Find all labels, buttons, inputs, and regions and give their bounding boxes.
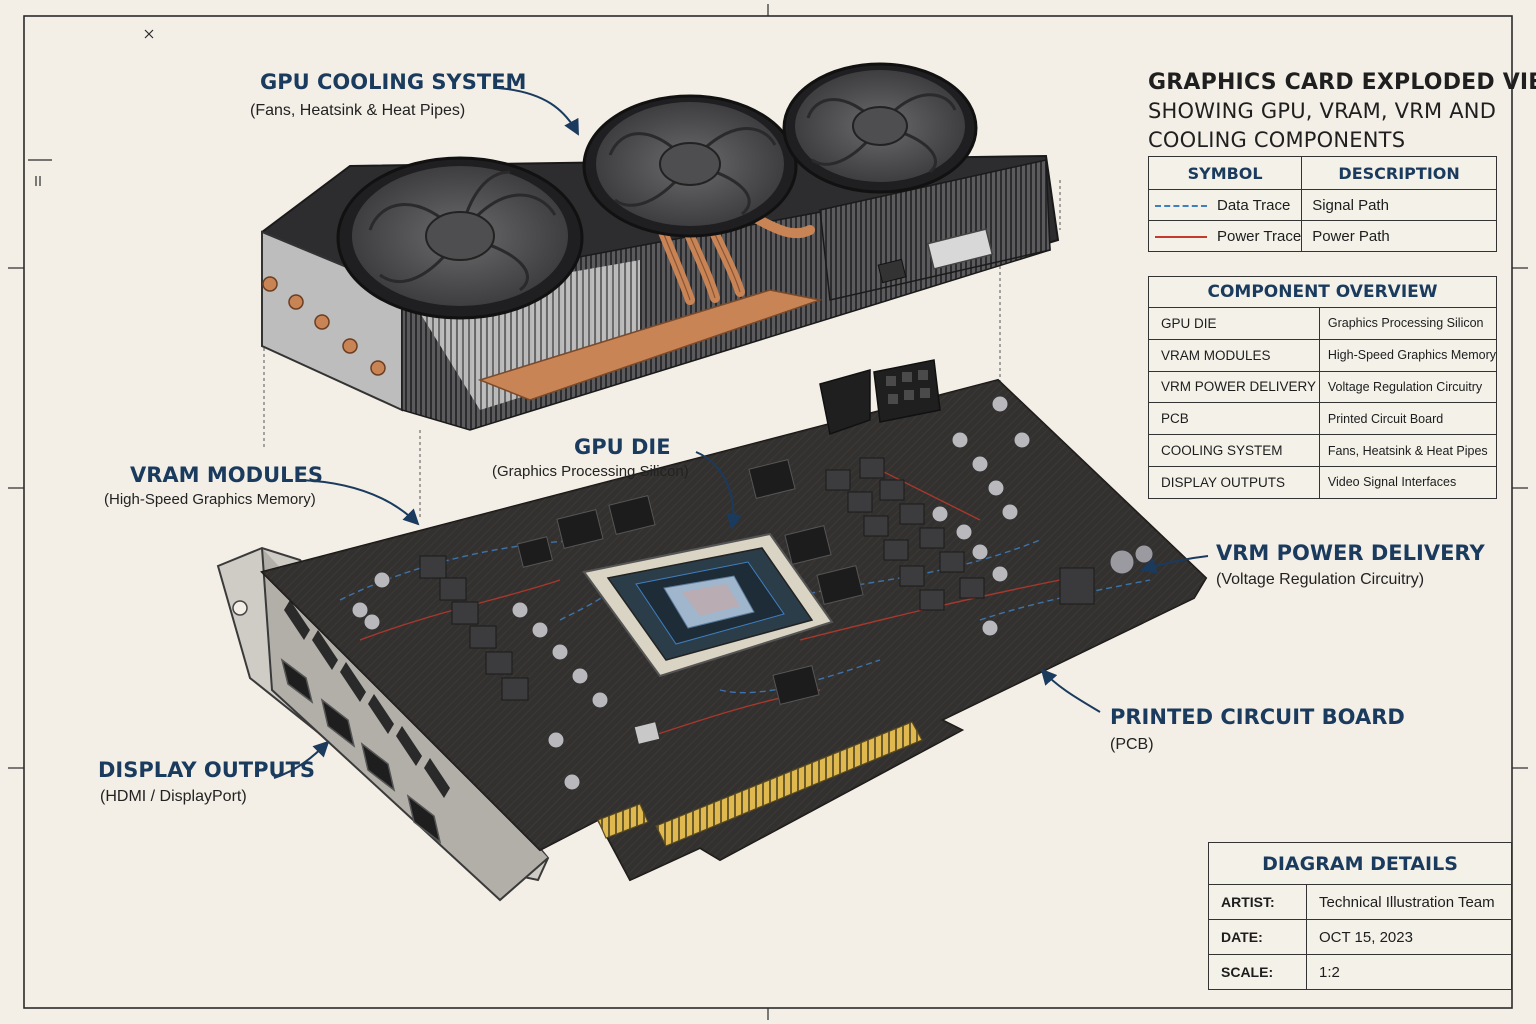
vrm-chokes xyxy=(419,457,985,701)
legend-description: Power Path xyxy=(1301,220,1497,252)
overview-description: Graphics Processing Silicon xyxy=(1318,307,1498,340)
callout-cooling-sub: (Fans, Heatsink & Heat Pipes) xyxy=(250,102,466,119)
fan-left xyxy=(336,156,584,320)
callout-outputs-sub: (HDMI / DisplayPort) xyxy=(100,788,247,805)
details-value: Technical Illustration Team xyxy=(1306,884,1512,920)
overview-description: Voltage Regulation Circuitry xyxy=(1318,370,1498,404)
details-row: SCALE:1:2 xyxy=(1208,954,1512,990)
legend-symbol-label: Data Trace xyxy=(1217,196,1291,214)
details-header: DIAGRAM DETAILS xyxy=(1208,842,1512,885)
legend-row: Power Trace Power Path xyxy=(1147,220,1497,252)
border-frame xyxy=(8,4,1528,1020)
pcb-board xyxy=(216,359,1208,902)
overview-component: VRAM MODULES xyxy=(1148,338,1320,372)
fan-right xyxy=(782,62,978,194)
callout-vram-sub: (High-Speed Graphics Memory) xyxy=(104,491,316,508)
details-label: SCALE: xyxy=(1208,954,1307,990)
diagram-title: GRAPHICS CARD EXPLODED VIEW xyxy=(1148,70,1536,95)
data-trace-swatch xyxy=(1155,204,1207,207)
legend-header-symbol: SYMBOL xyxy=(1147,156,1303,190)
callout-vram-title: VRAM MODULES xyxy=(130,463,323,487)
overview-component: GPU DIE xyxy=(1148,307,1320,340)
vram-chips xyxy=(516,459,864,705)
overview-description: High-Speed Graphics Memory xyxy=(1318,338,1498,372)
callout-gpu-die-title: GPU DIE xyxy=(574,435,671,459)
legend-header-description: DESCRIPTION xyxy=(1301,156,1497,190)
gpu-package xyxy=(582,532,834,678)
diagram-details-table: DIAGRAM DETAILS ARTIST:Technical Illustr… xyxy=(1208,842,1512,990)
overview-header: COMPONENT OVERVIEW xyxy=(1148,276,1497,308)
overview-description: Video Signal Interfaces xyxy=(1318,465,1498,499)
callout-gpu-die-sub: (Graphics Processing Silicon) xyxy=(492,463,689,480)
callout-vrm-sub: (Voltage Regulation Circuitry) xyxy=(1216,571,1425,588)
callout-pcb-title: PRINTED CIRCUIT BOARD xyxy=(1110,705,1405,729)
overview-description: Fans, Heatsink & Heat Pipes xyxy=(1318,434,1498,467)
callout-cooling-title: GPU COOLING SYSTEM xyxy=(260,70,527,94)
details-value: OCT 15, 2023 xyxy=(1306,919,1512,955)
legend-symbol-label: Power Trace xyxy=(1217,227,1302,245)
power-connectors xyxy=(819,359,941,435)
callout-pcb-sub: (PCB) xyxy=(1110,736,1154,753)
display-ports xyxy=(280,658,442,844)
details-label: ARTIST: xyxy=(1208,884,1307,920)
explode-guide-lines xyxy=(263,180,1061,520)
legend-description: Signal Path xyxy=(1301,189,1497,221)
details-row: ARTIST:Technical Illustration Team xyxy=(1208,884,1512,920)
diagram-subtitle-1: SHOWING GPU, VRAM, VRM AND xyxy=(1148,99,1497,123)
details-row: DATE:OCT 15, 2023 xyxy=(1208,919,1512,955)
power-trace-swatch xyxy=(1155,235,1207,238)
legend-row: Data Trace Signal Path xyxy=(1147,189,1497,221)
diagram-subtitle-2: COOLING COMPONENTS xyxy=(1148,128,1406,152)
overview-component: PCB xyxy=(1148,402,1320,436)
fan-middle xyxy=(582,94,798,238)
callout-vrm-title: VRM POWER DELIVERY xyxy=(1216,541,1485,565)
overview-component: VRM POWER DELIVERY xyxy=(1148,370,1320,404)
callout-arrows xyxy=(273,87,1209,779)
overview-component: COOLING SYSTEM xyxy=(1148,434,1320,467)
callout-outputs-title: DISPLAY OUTPUTS xyxy=(98,758,316,782)
gpu-cooler-assembly xyxy=(261,62,1060,431)
details-label: DATE: xyxy=(1208,919,1307,955)
overview-description: Printed Circuit Board xyxy=(1318,402,1498,436)
details-value: 1:2 xyxy=(1306,954,1512,990)
legend-table: SYMBOL DESCRIPTION Data Trace Signal Pat… xyxy=(1147,156,1497,252)
overview-component: DISPLAY OUTPUTS xyxy=(1148,465,1320,499)
capacitors xyxy=(351,395,1154,791)
